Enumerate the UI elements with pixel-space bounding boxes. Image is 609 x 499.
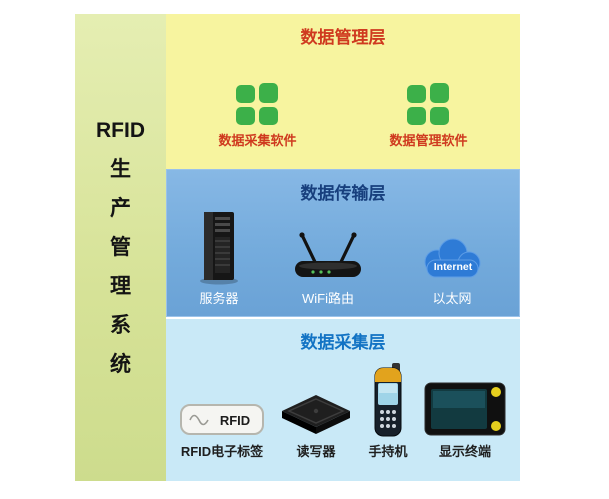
item-display-terminal: 显示终端	[423, 363, 507, 460]
item-label: 数据管理软件	[389, 133, 468, 148]
item-rfid-tag: RFID RFID电子标签	[179, 363, 265, 460]
item-label: 手持机	[368, 444, 408, 459]
item-wifi-router: WiFi路由	[289, 210, 367, 307]
system-title-char: 生	[110, 158, 131, 181]
item-label: 读写器	[296, 444, 336, 459]
item-label: 服务器	[199, 291, 239, 306]
system-title-char: 理	[110, 275, 131, 298]
collection-items-row: RFID RFID电子标签 读写器	[166, 363, 520, 460]
layer-title-data-management: 数据管理层	[300, 28, 386, 47]
item-server: 服务器	[197, 210, 241, 307]
software-grid-icon	[404, 74, 452, 128]
item-label: 数据采集软件	[218, 133, 297, 148]
system-title-char: 管	[110, 236, 131, 259]
item-reader-writer: 读写器	[279, 363, 353, 460]
system-title-char: 系	[110, 314, 131, 337]
display-terminal-icon	[423, 363, 507, 439]
wifi-router-icon	[289, 210, 367, 286]
item-label: 以太网	[432, 291, 472, 306]
item-ethernet: Internet 以太网	[415, 210, 489, 307]
management-items-row: 数据采集软件 数据管理软件	[166, 74, 520, 149]
layer-title-data-transmission: 数据传输层	[300, 184, 386, 203]
rfid-reader-icon	[279, 363, 353, 439]
software-grid-icon	[233, 74, 281, 128]
handheld-terminal-icon	[367, 363, 409, 439]
server-icon	[197, 210, 241, 286]
internet-cloud-label: Internet	[434, 261, 473, 273]
item-data-collection-software: 数据采集软件	[218, 74, 297, 149]
layer-title-data-collection: 数据采集层	[300, 333, 386, 352]
system-title-char: 统	[110, 353, 131, 376]
item-handheld: 手持机	[367, 363, 409, 460]
layer-data-transmission: 数据传输层	[166, 169, 520, 317]
item-label: 显示终端	[438, 444, 491, 459]
rfid-tag-icon: RFID	[179, 363, 265, 439]
transmission-items-row: 服务器	[167, 210, 519, 307]
rfid-tag-label: RFID	[220, 413, 250, 428]
internet-cloud-icon: Internet	[415, 210, 489, 286]
system-title-char: RFID	[96, 119, 145, 142]
item-label: RFID电子标签	[180, 444, 264, 459]
sidebar-system-title: RFID 生 产 管 理 系 统	[75, 14, 166, 481]
layer-data-management: 数据管理层 数据采集软件	[166, 14, 520, 169]
item-label: WiFi路由	[302, 291, 354, 306]
item-data-management-software: 数据管理软件	[389, 74, 468, 149]
layer-data-collection: 数据采集层 RFID RFID电子标签	[166, 319, 520, 481]
system-title-char: 产	[110, 197, 131, 220]
